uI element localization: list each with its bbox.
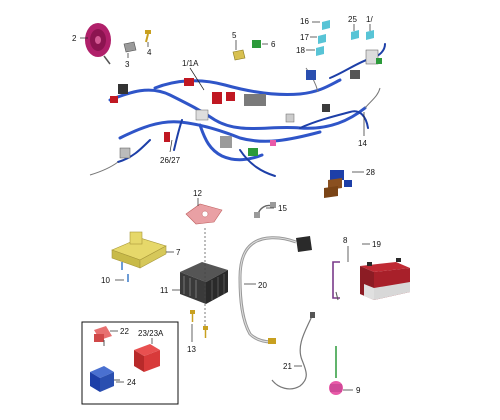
callout-28: 28 [366,168,375,177]
callout-19: 19 [372,240,381,249]
callout-3: 3 [125,60,130,69]
horn-bracket-part[interactable] [123,41,137,53]
fuse-1-part[interactable] [366,30,374,40]
fuse-18-part[interactable] [316,46,324,56]
callout-11: 11 [160,286,169,295]
relay-23-part[interactable] [134,344,160,372]
callout-13: 13 [187,345,196,354]
fuse-17-part[interactable] [318,34,326,44]
callout-23-23a: 23/23A [138,329,164,338]
relay-22-part[interactable] [94,326,112,346]
callout-22: 22 [120,327,129,336]
callout-12: 12 [193,189,202,198]
fuse-25-part[interactable] [351,30,359,40]
cable-20-part[interactable] [238,236,312,344]
fuse-16-part[interactable] [322,20,330,30]
mounting-plate-12-part[interactable] [185,203,223,225]
callout-25: 25 [348,15,357,24]
callout-4: 4 [147,48,152,57]
callout-17: 17 [300,33,309,42]
callout-20: 20 [258,281,267,290]
callout-26-27: 26/27 [160,156,181,165]
callout-7: 7 [176,248,181,257]
callout-6: 6 [271,40,276,49]
callout-1-1a: 1/1A [182,59,199,68]
battery-19-part[interactable] [360,258,410,300]
callout-8: 8 [343,236,348,245]
callout-24: 24 [127,378,136,387]
callout-9: 9 [356,386,361,395]
callout-2: 2 [72,34,77,43]
screw-10-part[interactable] [121,262,129,282]
horn-part[interactable] [85,23,111,65]
main-wiring-harness[interactable] [89,43,386,177]
connector-6-part[interactable] [252,40,261,48]
callout-15: 15 [278,204,287,213]
strap-8-part[interactable] [332,261,340,301]
callout-21: 21 [283,362,292,371]
callout-18: 18 [296,46,305,55]
bolt-part[interactable] [145,30,151,43]
regulator-11-part[interactable] [180,262,228,304]
wire-21-part[interactable] [271,312,315,390]
sensor-9-part[interactable] [329,346,343,395]
sensor-wire-15-part[interactable] [254,202,276,218]
connector-5-part[interactable] [232,49,246,61]
callout-1b: 1/ [366,15,373,24]
callout-16: 16 [300,17,309,26]
relay-group-box [81,321,179,405]
bracket-7-part[interactable] [111,231,167,269]
connector-28-part[interactable] [324,170,352,198]
bolt-13-part[interactable] [190,310,208,338]
callout-10: 10 [101,276,110,285]
callout-5: 5 [232,31,237,40]
relay-24-part[interactable] [90,366,120,392]
callout-14: 14 [358,139,367,148]
